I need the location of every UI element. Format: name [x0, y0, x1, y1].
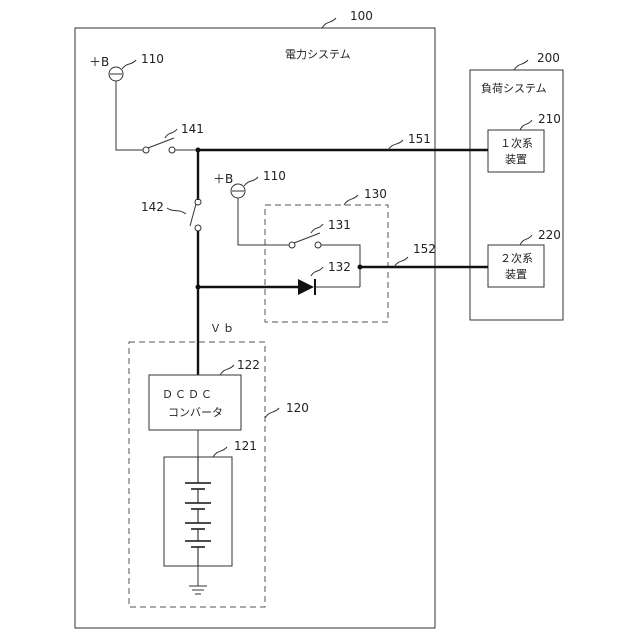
power-system-title: 電力システム [285, 48, 351, 61]
power-system-leader [322, 18, 336, 28]
load-system-leader [514, 60, 528, 70]
dcdc-leader [220, 365, 234, 375]
secondary-device-leader [520, 235, 532, 245]
diode-132-ref: 132 [328, 260, 351, 274]
dcdc-line2: コンバータ [168, 406, 223, 419]
line-152-leader [394, 257, 408, 267]
unit-130-leader [344, 195, 358, 205]
line-151-ref: 151 [408, 132, 431, 146]
switch-131-ref: 131 [328, 218, 351, 232]
primary-device-line2: 装置 [505, 153, 527, 166]
switch-131-blade [294, 233, 320, 243]
vb-label: Ｖｂ [210, 322, 236, 335]
switch-141-leader [165, 129, 177, 138]
switch-141-blade [148, 138, 174, 148]
primary-device-line1: １次系 [500, 136, 533, 150]
primary-device-leader [520, 120, 532, 130]
line-152-ref: 152 [413, 242, 436, 256]
secondary-device-line2: 装置 [505, 268, 527, 281]
ground-symbol [189, 566, 207, 594]
secondary-device-line1: ２次系 [500, 251, 533, 265]
switch-142-contact-b [195, 225, 201, 231]
power-source-left-ref: 110 [141, 52, 164, 66]
switch-131-leader [311, 224, 323, 233]
switch-131-contact-b [315, 242, 321, 248]
switch-141-contact-b [169, 147, 175, 153]
switch-142-ref: 142 [141, 200, 164, 214]
diode-132-symbol [298, 279, 314, 295]
unit-120-leader [265, 408, 279, 418]
power-source-left-label: ＋B [89, 55, 109, 69]
unit-120-ref: 120 [286, 401, 309, 415]
dcdc-ref: 122 [237, 358, 260, 372]
power-system-ref: 100 [350, 9, 373, 23]
power-source-mid-leader [244, 177, 258, 186]
unit-130-ref: 130 [364, 187, 387, 201]
dcdc-line1: ＤＣＤＣ [162, 388, 214, 401]
switch-141-ref: 141 [181, 122, 204, 136]
power-source-mid-ref: 110 [263, 169, 286, 183]
secondary-device-ref: 220 [538, 228, 561, 242]
battery-leader [213, 447, 227, 457]
switch-142-blade [190, 204, 196, 226]
switch-142-leader [167, 208, 186, 214]
dcdc-box [149, 375, 241, 430]
diode-132-leader [311, 267, 323, 276]
load-system-title: 負荷システム [481, 82, 547, 95]
power-source-mid-label: ＋B [213, 172, 233, 186]
unit-130-box [265, 205, 388, 322]
battery-ref: 121 [234, 439, 257, 453]
load-system-ref: 200 [537, 51, 560, 65]
primary-device-ref: 210 [538, 112, 561, 126]
line-151-leader [388, 140, 403, 150]
power-source-left-leader [122, 60, 136, 69]
